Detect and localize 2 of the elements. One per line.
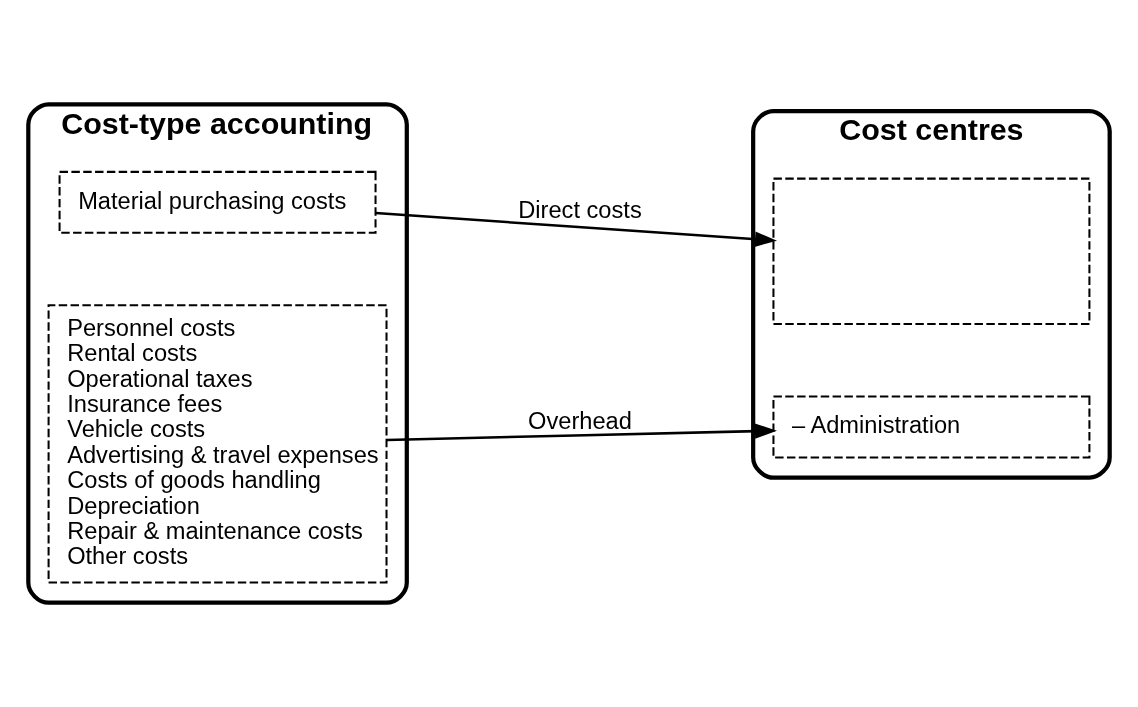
edge-label: Overhead <box>528 408 632 435</box>
edge-label: Direct costs <box>518 196 642 223</box>
